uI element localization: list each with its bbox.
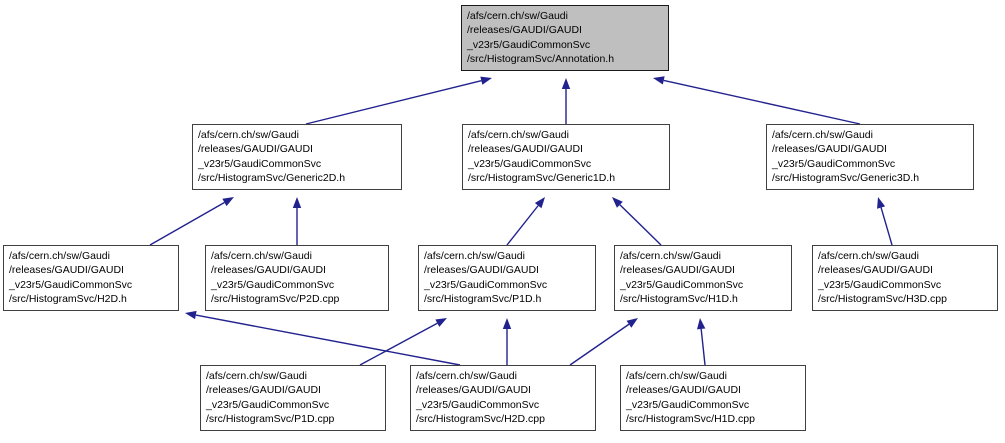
graph-node-label-line: /afs/cern.ch/sw/Gaudi [818,250,919,262]
graph-node-label-line: /afs/cern.ch/sw/Gaudi [772,129,873,141]
graph-edge-h1d-cpp-to-h1d-h [696,318,706,366]
graph-node-generic2d-h[interactable]: /afs/cern.ch/sw/Gaudi/releases/GAUDI/GAU… [192,124,402,190]
graph-node-h1d-cpp[interactable]: /afs/cern.ch/sw/Gaudi/releases/GAUDI/GAU… [620,365,806,431]
graph-node-label-line: /afs/cern.ch/sw/Gaudi [416,370,517,382]
graph-node-label-line: /afs/cern.ch/sw/Gaudi [620,250,721,262]
graph-node-label-line: /afs/cern.ch/sw/Gaudi [468,129,569,141]
graph-node-label-line: /src/HistogramSvc/H2D.cpp [416,412,545,425]
graph-node-label-line: /releases/GAUDI/GAUDI [9,264,124,277]
graph-node-label-line: /src/HistogramSvc/Generic1D.h [468,171,616,184]
graph-node-label-line: /src/HistogramSvc/H1D.cpp [626,412,755,425]
graph-edge-h2d-h-to-generic2d-h [149,197,234,246]
graph-node-label-line: _v23r5/GaudiCommonSvc [620,278,744,291]
graph-node-label-line: /releases/GAUDI/GAUDI [206,384,321,397]
graph-edge-arrowhead [696,318,706,330]
graph-node-p1d-cpp[interactable]: /afs/cern.ch/sw/Gaudi/releases/GAUDI/GAU… [200,365,386,431]
graph-node-label-line: /src/HistogramSvc/Generic2D.h [198,171,346,184]
graph-node-label-line: _v23r5/GaudiCommonSvc [9,278,133,291]
graph-node-label-line: /releases/GAUDI/GAUDI [818,264,933,277]
graph-node-generic3d-h[interactable]: /afs/cern.ch/sw/Gaudi/releases/GAUDI/GAU… [766,124,974,190]
graph-node-generic1d-h[interactable]: /afs/cern.ch/sw/Gaudi/releases/GAUDI/GAU… [462,124,670,190]
graph-edge-p2d-cpp-to-generic2d-h [292,197,302,245]
graph-node-h2d-cpp[interactable]: /afs/cern.ch/sw/Gaudi/releases/GAUDI/GAU… [410,365,596,431]
graph-node-label-line: _v23r5/GaudiCommonSvc [467,38,591,51]
graph-node-label-line: /src/HistogramSvc/P1D.h [424,292,542,305]
graph-node-label-line: /src/HistogramSvc/P1D.cpp [206,412,335,425]
graph-edge-h2d-cpp-to-p1d-h [502,318,512,365]
graph-node-label-line: _v23r5/GaudiCommonSvc [206,398,330,411]
graph-edge-arrowhead [877,197,886,209]
graph-node-label-line: /src/HistogramSvc/Generic3D.h [772,171,920,184]
graph-edge-arrowhead [626,318,638,328]
graph-node-label-line: /releases/GAUDI/GAUDI [467,24,582,37]
graph-node-p1d-h[interactable]: /afs/cern.ch/sw/Gaudi/releases/GAUDI/GAU… [418,245,596,311]
graph-node-label-line: /releases/GAUDI/GAUDI [416,384,531,397]
graph-edge-arrowhead [222,197,234,207]
graph-edge-arrowhead [561,78,571,89]
graph-node-label-line: /releases/GAUDI/GAUDI [198,143,313,156]
graph-node-label-line: /releases/GAUDI/GAUDI [468,143,583,156]
graph-node-label-line: /src/HistogramSvc/P2D.cpp [211,292,340,305]
graph-edge-h3d-cpp-to-generic3d-h [877,197,893,246]
graph-node-label-line: _v23r5/GaudiCommonSvc [468,157,592,170]
graph-node-label-line: /releases/GAUDI/GAUDI [772,143,887,156]
graph-edge-arrowhead [502,318,512,329]
graph-edge-arrowhead [534,197,545,209]
graph-edge-arrowhead [435,318,447,327]
graph-node-label-line: /src/HistogramSvc/H3D.cpp [818,292,947,305]
graph-edge-arrowhead [653,76,665,85]
graph-node-label-line: _v23r5/GaudiCommonSvc [424,278,548,291]
graph-node-label-line: /releases/GAUDI/GAUDI [620,264,735,277]
graph-node-label-line: /afs/cern.ch/sw/Gaudi [424,250,525,262]
graph-node-label-line: _v23r5/GaudiCommonSvc [211,278,335,291]
graph-node-label-line: _v23r5/GaudiCommonSvc [198,157,322,170]
graph-node-h3d-cpp[interactable]: /afs/cern.ch/sw/Gaudi/releases/GAUDI/GAU… [812,245,998,311]
graph-node-label-line: /afs/cern.ch/sw/Gaudi [206,370,307,382]
graph-edge-generic3d-h-to-annotation-h [653,76,861,125]
graph-edge-arrowhead [292,197,302,208]
graph-node-label-line: _v23r5/GaudiCommonSvc [416,398,540,411]
graph-node-label-line: /afs/cern.ch/sw/Gaudi [467,10,568,22]
graph-edge-arrowhead [480,76,492,85]
graph-node-label-line: /src/HistogramSvc/H1D.h [620,292,738,305]
graph-node-p2d-cpp[interactable]: /afs/cern.ch/sw/Gaudi/releases/GAUDI/GAU… [205,245,389,311]
graph-node-label-line: /releases/GAUDI/GAUDI [211,264,326,277]
graph-node-h1d-h[interactable]: /afs/cern.ch/sw/Gaudi/releases/GAUDI/GAU… [614,245,792,311]
graph-node-label-line: _v23r5/GaudiCommonSvc [772,157,896,170]
graph-edge-p1d-h-to-generic1d-h [506,197,545,246]
graph-node-label-line: /afs/cern.ch/sw/Gaudi [9,250,110,262]
graph-edge-generic1d-h-to-annotation-h [561,78,571,124]
graph-node-label-line: /afs/cern.ch/sw/Gaudi [211,250,312,262]
graph-node-label-line: /releases/GAUDI/GAUDI [626,384,741,397]
graph-node-label-line: _v23r5/GaudiCommonSvc [818,278,942,291]
graph-node-label-line: /src/HistogramSvc/H2D.h [9,292,127,305]
graph-node-label-line: /releases/GAUDI/GAUDI [424,264,539,277]
graph-node-annotation-h[interactable]: /afs/cern.ch/sw/Gaudi/releases/GAUDI/GAU… [461,5,669,71]
graph-node-h2d-h[interactable]: /afs/cern.ch/sw/Gaudi/releases/GAUDI/GAU… [3,245,179,311]
graph-edge-generic2d-h-to-annotation-h [305,76,492,125]
graph-edge-p1d-cpp-to-p1d-h [359,318,447,366]
graph-edge-arrowhead [612,197,623,208]
graph-edge-h2d-cpp-to-h1d-h [569,318,638,366]
graph-edge-h1d-h-to-generic1d-h [612,197,662,246]
graph-node-label-line: /afs/cern.ch/sw/Gaudi [626,370,727,382]
graph-node-label-line: /src/HistogramSvc/Annotation.h [467,52,615,65]
graph-edge-arrowhead [185,310,197,320]
graph-node-label-line: /afs/cern.ch/sw/Gaudi [198,129,299,141]
graph-edge-h2d-cpp-to-h2d-h [185,310,461,366]
graph-node-label-line: _v23r5/GaudiCommonSvc [626,398,750,411]
